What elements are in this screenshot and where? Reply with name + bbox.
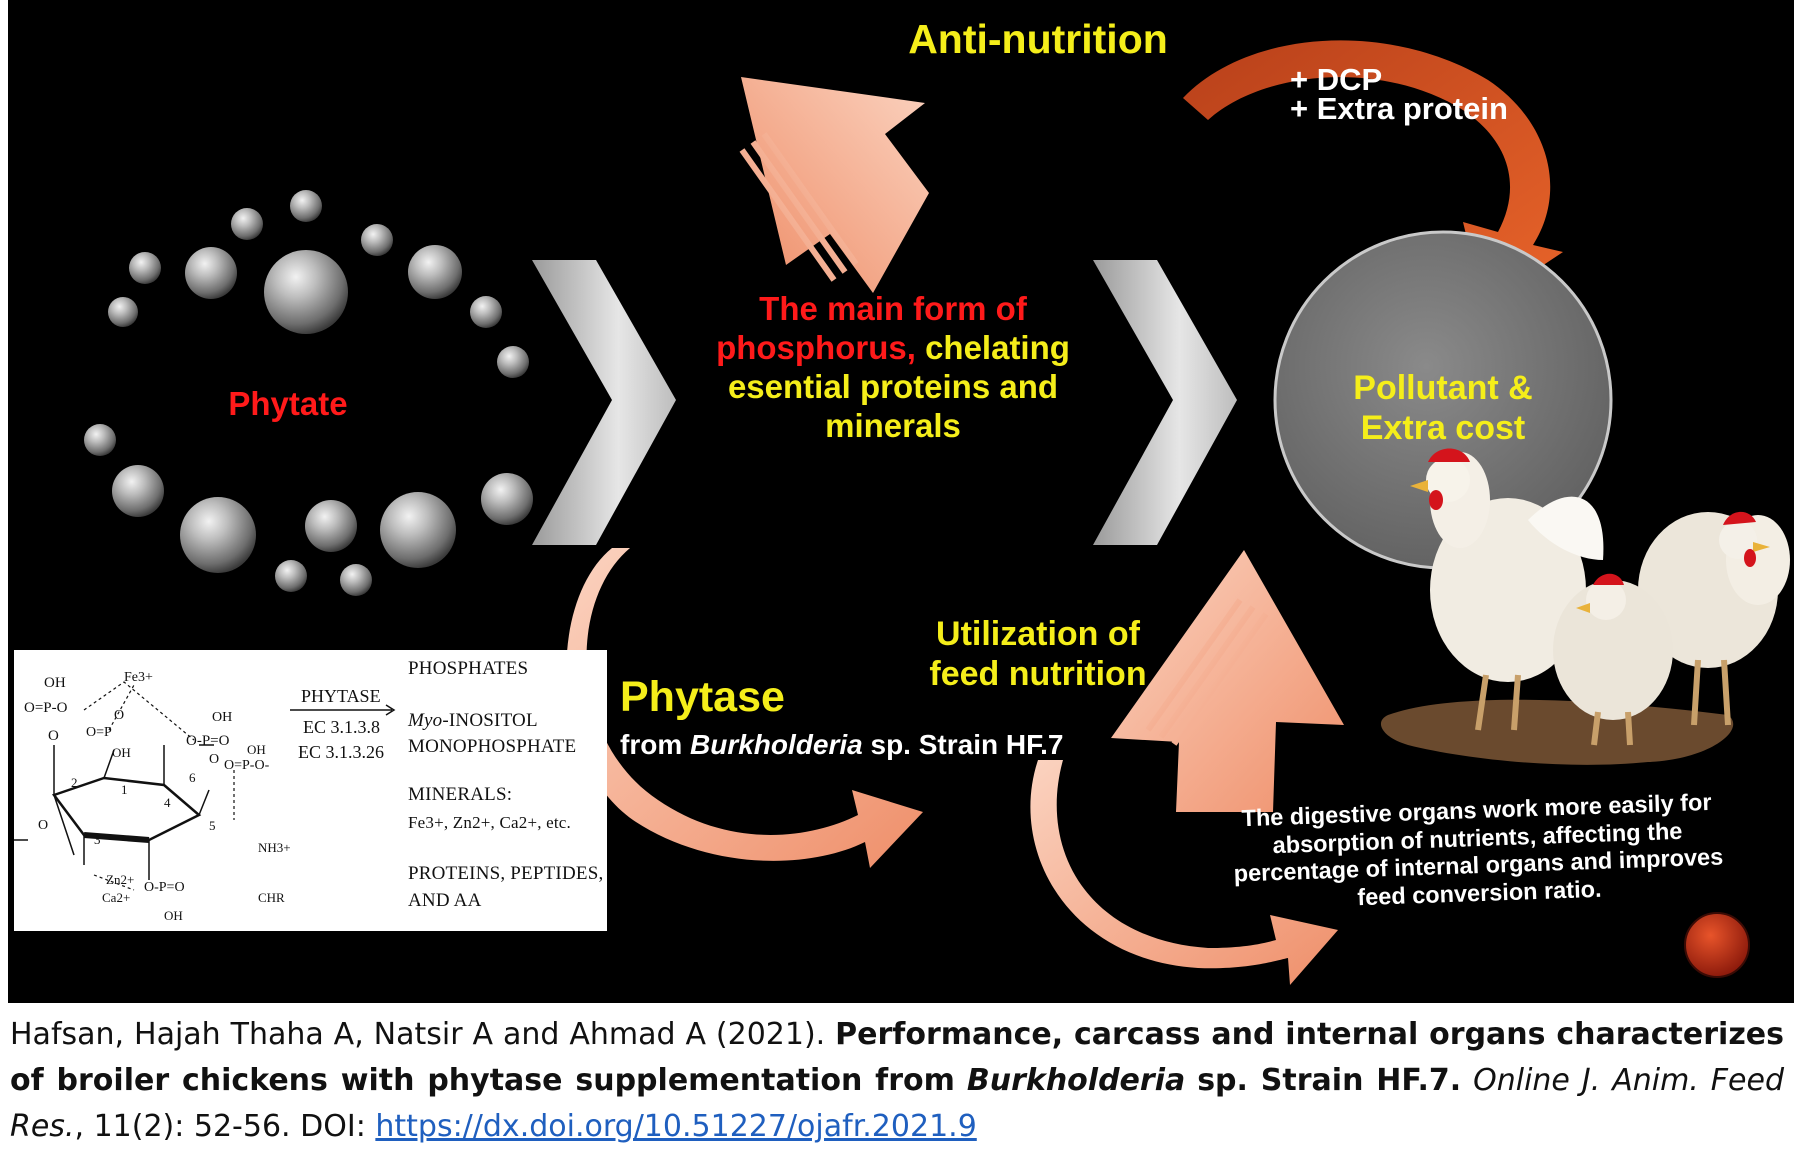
bubble [275, 560, 307, 592]
chevron-1 [532, 260, 676, 545]
chevron-2 [1093, 260, 1237, 545]
bubble [185, 247, 237, 299]
product-proteins: PROTEINS, PEPTIDES, [408, 863, 604, 884]
chem-label: OH [247, 742, 266, 757]
product-minerals-list: Fe3+, Zn2+, Ca2+, etc. [408, 813, 571, 832]
chem-label: 4 [164, 795, 171, 810]
chem-label: OH [112, 745, 131, 760]
bubble [380, 492, 456, 568]
product-monophosphate: MONOPHOSPHATE [408, 736, 577, 757]
chem-label: CHR [258, 890, 285, 905]
label-main-form-rest: chelating esential proteins and minerals [727, 328, 1070, 444]
label-from-suffix: sp. Strain HF.7 [870, 729, 1064, 760]
chem-label: Zn2+ [106, 872, 135, 887]
bubble [305, 500, 357, 552]
product-minerals: MINERALS: [408, 784, 513, 805]
bubble [264, 250, 348, 334]
label-anti-nutrition: Anti-nutrition [908, 16, 1168, 62]
chem-label: O=P [86, 725, 112, 740]
chem-label: O [48, 728, 59, 744]
chem-label: O [114, 708, 125, 723]
phytase-reaction-box: OH O=P-O O Fe3+ O O=P OH OH O-P=O O 1 2 … [14, 650, 607, 931]
product-myo-rest: -INOSITOL [442, 710, 538, 731]
chem-label: 2 [71, 775, 78, 790]
arrow-to-phytase [566, 548, 923, 868]
citation-title-species: Burkholderia [966, 1063, 1186, 1098]
bubble [497, 346, 529, 378]
citation-title-1: Performance, carcass and internal organs… [10, 1017, 1784, 1098]
bubble [481, 473, 533, 525]
bubble [470, 296, 502, 328]
citation-volume: 11(2): 52-56. [93, 1109, 291, 1144]
chem-label: O [38, 818, 49, 833]
chickens-illustration [1380, 448, 1790, 765]
chem-label: 6 [189, 770, 196, 785]
chem-label: O=P-O- [224, 758, 270, 773]
chem-label: 1 [121, 782, 128, 797]
label-phytase: Phytase [620, 673, 785, 721]
product-myo: Myo-INOSITOL [408, 710, 538, 732]
chem-label: 5 [209, 818, 216, 833]
bubble [84, 424, 116, 456]
bubble [340, 564, 372, 596]
citation-doi-link[interactable]: https://dx.doi.org/10.51227/ojafr.2021.9 [375, 1109, 977, 1144]
label-from-prefix: from [620, 729, 683, 760]
enzyme-ec2: EC 3.1.3.26 [298, 742, 385, 762]
label-main-form: The main form of phosphorus, chelating e… [683, 290, 1103, 446]
chem-label: Fe3+ [124, 670, 153, 685]
chem-label: Ca2+ [102, 890, 131, 905]
diagram-graphics [84, 40, 1790, 985]
label-digestive: The digestive organs work more easily fo… [1233, 788, 1724, 911]
bubble [108, 297, 138, 327]
bubble [180, 497, 256, 573]
chem-label: O-P=O [186, 733, 230, 749]
product-phosphates: PHOSPHATES [408, 658, 529, 679]
diagram-panel: Anti-nutrition + DCP + Extra protein Phy… [8, 0, 1794, 1003]
label-pollutant: Pollutant & Extra cost [1353, 369, 1533, 448]
bubble [408, 245, 462, 299]
label-from: from Burkholderia sp. Strain HF.7 [620, 728, 1100, 761]
bubble [290, 190, 322, 222]
phytate-bubbles [84, 190, 533, 596]
chem-label: OH [164, 908, 183, 923]
citation-journal: Online J. Anim. Feed Res. [10, 1063, 1784, 1144]
chem-label: NH3+ [258, 840, 291, 855]
chem-label: 3 [94, 832, 101, 847]
bubble [231, 208, 263, 240]
product-and-aa: AND AA [408, 890, 482, 911]
badge-icon [1684, 912, 1750, 978]
citation-doi-label: DOI: [300, 1109, 366, 1144]
bubble [112, 465, 164, 517]
arrow-to-digestive [1030, 760, 1338, 985]
chem-label: OH [212, 710, 233, 725]
phytate-structure [14, 681, 396, 891]
label-from-species: Burkholderia [690, 729, 863, 760]
citation-authors: Hafsan, Hajah Thaha A, Natsir A and Ahma… [10, 1017, 826, 1052]
chem-label: O-P=O [144, 880, 185, 895]
enzyme-name: PHYTASE [301, 686, 381, 706]
product-myo-italic: Myo [408, 710, 443, 731]
chem-label: OH [44, 675, 66, 691]
chem-label: O [209, 752, 220, 767]
citation: Hafsan, Hajah Thaha A, Natsir A and Ahma… [10, 1017, 1784, 1144]
label-extra-protein: + Extra protein [1290, 91, 1508, 126]
enzyme-ec1: EC 3.1.3.8 [303, 717, 381, 737]
arrow-to-anti-nutrition [739, 77, 929, 293]
bubble [361, 224, 393, 256]
arrow-to-chickens [1111, 550, 1344, 812]
label-main-form-red: The main form of phosphorus, [716, 290, 1027, 366]
bubble [129, 252, 161, 284]
label-utilization: Utilization of feed nutrition [929, 615, 1147, 694]
label-phytate: Phytate [228, 385, 348, 422]
citation-title-2: sp. Strain HF.7. [1197, 1063, 1462, 1098]
chem-label: O=P-O [24, 700, 68, 716]
label-dcp: + DCP [1290, 62, 1383, 97]
